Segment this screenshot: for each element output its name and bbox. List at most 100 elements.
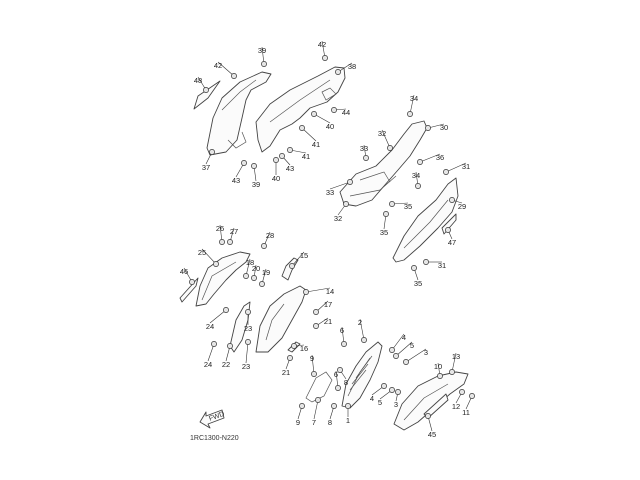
- callout-33[interactable]: 33: [360, 144, 369, 161]
- callout-label: 46: [180, 267, 188, 276]
- callout-16[interactable]: 16: [291, 343, 308, 353]
- part-25-front-cover[interactable]: [195, 251, 251, 307]
- callout-35[interactable]: 35: [389, 201, 412, 211]
- leader-line: [445, 162, 467, 173]
- part-45-side-cover[interactable]: [393, 371, 469, 431]
- callout-21[interactable]: 21: [313, 317, 332, 329]
- callout-18[interactable]: 18: [243, 258, 254, 279]
- callout-34[interactable]: 34: [412, 171, 421, 189]
- callout-23[interactable]: 23: [242, 339, 251, 371]
- part-14-inner-cover[interactable]: [255, 285, 307, 353]
- callout-43[interactable]: 43: [279, 153, 294, 173]
- callout-26[interactable]: 26: [216, 224, 225, 245]
- callout-41[interactable]: 41: [287, 147, 310, 161]
- callout-46[interactable]: 46: [180, 267, 195, 285]
- fastener-icon: [437, 373, 443, 379]
- callout-10[interactable]: 10: [434, 362, 443, 379]
- callout-42[interactable]: 42: [214, 61, 237, 79]
- callout-12[interactable]: 12: [452, 389, 465, 411]
- callout-48[interactable]: 48: [194, 76, 209, 93]
- callout-9[interactable]: 9: [310, 354, 317, 377]
- callout-23[interactable]: 23: [244, 309, 252, 333]
- callout-41[interactable]: 41: [299, 125, 320, 149]
- part-15-bracket[interactable]: [281, 257, 299, 281]
- callout-29[interactable]: 29: [449, 197, 466, 211]
- callout-6[interactable]: 6: [340, 326, 347, 347]
- callout-17[interactable]: 17: [313, 300, 332, 315]
- callout-label: 3: [394, 400, 398, 409]
- callout-label: 3: [424, 348, 428, 357]
- callout-5[interactable]: 5: [393, 341, 414, 359]
- callout-24[interactable]: 24: [204, 341, 217, 369]
- callout-44[interactable]: 44: [331, 107, 350, 117]
- fastener-icon: [383, 211, 389, 217]
- callout-45[interactable]: 45: [425, 413, 436, 439]
- callout-47[interactable]: 47: [445, 227, 456, 247]
- callout-35[interactable]: 35: [380, 211, 389, 237]
- callout-15[interactable]: 15: [289, 251, 308, 269]
- part-29-side-cover-lower[interactable]: [392, 177, 459, 263]
- callout-2[interactable]: 2: [358, 318, 367, 343]
- part-46-emblem[interactable]: [179, 277, 199, 303]
- callout-36[interactable]: 36: [417, 153, 444, 165]
- callout-31[interactable]: 31: [423, 259, 446, 270]
- callout-1[interactable]: 1: [345, 403, 351, 425]
- callout-9[interactable]: 9: [296, 403, 305, 427]
- part-30-side-cover-inner[interactable]: [339, 120, 428, 207]
- callout-13[interactable]: 13: [449, 352, 460, 375]
- callout-label: 45: [428, 430, 436, 439]
- callout-33[interactable]: 33: [326, 179, 353, 197]
- callout-20[interactable]: 20: [251, 264, 260, 281]
- callout-4[interactable]: 4: [370, 383, 387, 403]
- callout-42[interactable]: 42: [318, 40, 328, 61]
- callout-39[interactable]: 39: [258, 46, 267, 67]
- callout-43[interactable]: 43: [232, 160, 247, 185]
- fastener-icon: [403, 359, 409, 365]
- callout-8[interactable]: 8: [328, 403, 337, 427]
- fastener-icon: [311, 111, 317, 117]
- part-1-bracket[interactable]: [341, 341, 383, 409]
- callout-32[interactable]: 32: [378, 129, 393, 151]
- callout-24[interactable]: 24: [206, 307, 229, 331]
- callout-21[interactable]: 21: [282, 355, 293, 377]
- callout-6[interactable]: 6: [334, 370, 341, 391]
- callout-3[interactable]: 3: [394, 389, 401, 409]
- callout-label: 39: [258, 46, 266, 55]
- callout-28[interactable]: 28: [261, 231, 274, 249]
- callout-label: 11: [462, 408, 470, 417]
- callout-label: 28: [266, 231, 274, 240]
- callout-40[interactable]: 40: [272, 157, 280, 183]
- callout-35[interactable]: 35: [411, 265, 422, 288]
- fastener-icon: [279, 153, 285, 159]
- leader-line: [405, 348, 427, 363]
- callout-22[interactable]: 22: [222, 343, 233, 369]
- callout-27[interactable]: 27: [227, 227, 238, 245]
- fastener-icon: [341, 341, 347, 347]
- callout-7[interactable]: 7: [312, 397, 321, 427]
- fastener-icon: [227, 239, 233, 245]
- callout-19[interactable]: 19: [259, 268, 270, 287]
- part-48-emblem[interactable]: [193, 80, 221, 110]
- callout-34[interactable]: 34: [407, 94, 418, 117]
- fastener-icon: [287, 147, 293, 153]
- callout-14[interactable]: 14: [303, 287, 334, 296]
- callout-3[interactable]: 3: [403, 348, 428, 365]
- callout-5[interactable]: 5: [378, 387, 395, 407]
- leader-line: [209, 309, 227, 324]
- fastener-icon: [303, 289, 309, 295]
- callout-40[interactable]: 40: [311, 111, 334, 131]
- leader-line: [301, 127, 317, 142]
- fastener-icon: [241, 160, 247, 166]
- callout-11[interactable]: 11: [462, 393, 475, 417]
- callout-37[interactable]: 37: [202, 149, 215, 172]
- callout-39[interactable]: 39: [251, 163, 260, 189]
- callout-31[interactable]: 31: [443, 162, 470, 175]
- callout-38[interactable]: 38: [335, 62, 356, 75]
- callout-25[interactable]: 25: [198, 248, 219, 267]
- callout-4[interactable]: 4: [389, 333, 406, 353]
- part-38-side-panel[interactable]: [255, 66, 346, 153]
- callout-30[interactable]: 30: [425, 123, 448, 132]
- callout-32[interactable]: 32: [334, 201, 349, 223]
- callout-8[interactable]: 8: [337, 367, 348, 387]
- part-7-guard[interactable]: [305, 371, 333, 403]
